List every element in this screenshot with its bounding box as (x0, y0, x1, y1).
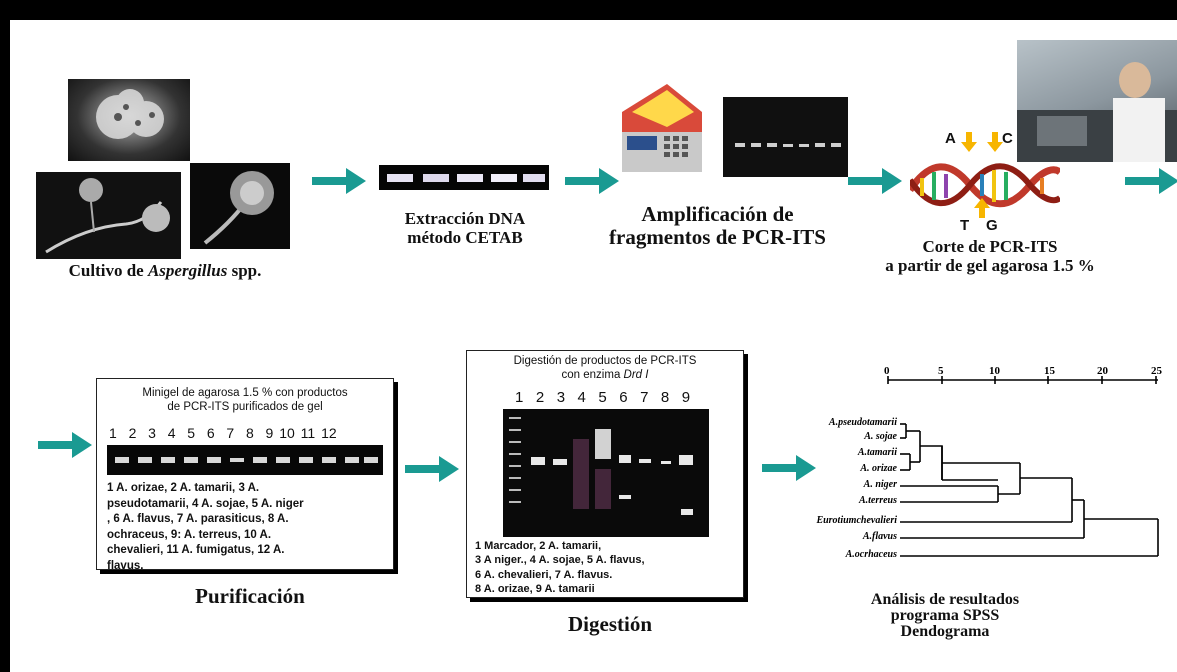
dna-letter-g: G (986, 217, 998, 234)
arrow-icon (762, 455, 816, 481)
digestion-title-line1: Digestión de productos de PCR-ITS (513, 355, 697, 367)
arrow-icon (848, 168, 902, 194)
purificacion-gel-image (107, 445, 383, 475)
analisis-line1: Análisis de resultados (870, 591, 1020, 608)
purificacion-title-line1: Minigel de agarosa 1.5 % con productos (142, 387, 348, 399)
dendrogram-leaf-label: A. sojae (864, 431, 897, 442)
step-extraccion-label: Extracción DNA método CETAB (365, 209, 565, 247)
dendrogram-leaf-label: A.flavus (862, 531, 897, 542)
purificacion-legend-line: chevalieri, 11 A. fumigatus, 12 A. (107, 544, 285, 557)
purificacion-lane-numbers: 1 2 3 4 5 6 7 8 9 10 11 12 (109, 425, 337, 441)
analisis-line3: Dendograma (900, 623, 990, 640)
digestion-lane-numbers: 1 2 3 4 5 6 7 8 9 (515, 389, 691, 406)
digestion-legend-line: 3 A niger., 4 A. sojae, 5 A. flavus, (475, 554, 645, 567)
purificacion-legend-line: ochraceus, 9: A. terreus, 10 A. (107, 528, 272, 541)
dendrogram-tick: 0 (884, 365, 890, 377)
pcr-gel-image (723, 97, 848, 177)
purificacion-gel-panel: Minigel de agarosa 1.5 % con productos d… (96, 378, 394, 572)
aspergillus-micrograph-top (68, 79, 190, 161)
arrow-icon (1125, 168, 1177, 194)
step-digestion-label: Digestión (568, 612, 652, 636)
aspergillus-micrograph-right (190, 163, 290, 249)
digestion-legend-line: 6 A. chevalieri, 7 A. flavus. (475, 568, 613, 581)
dna-letter-t: T (960, 217, 970, 234)
dna-letter-a: A (945, 130, 956, 147)
dendrogram-tick: 15 (1044, 365, 1055, 377)
arrow-icon (565, 168, 619, 194)
aspergillus-micrograph-left (36, 172, 181, 259)
amplificacion-line1: Amplificación de (641, 202, 794, 226)
step-analisis-label: Análisis de resultados programa SPSS Den… (835, 592, 1055, 640)
digestion-title-prefix: con enzima (561, 368, 624, 381)
dendrogram-leaf-label: A. orizae (860, 463, 897, 474)
cut-arrow-up-icon (974, 198, 990, 218)
dendrogram-tick: 20 (1097, 365, 1108, 377)
cut-arrow-down-icon (961, 132, 1003, 152)
purificacion-legend-line: pseudotamarii, 4 A. sojae, 5 A. niger (107, 497, 304, 510)
dendrogram-leaf-label: A.terreus (858, 495, 897, 506)
lab-photo (1017, 40, 1177, 162)
digestion-legend-line: 8 A. orizae, 9 A. tamarii (475, 582, 595, 595)
cultivo-label-prefix: Cultivo de (68, 261, 148, 280)
purificacion-title-line2: de PCR-ITS purificados de gel (167, 400, 323, 413)
step-corte-label: Corte de PCR-ITS a partir de gel agarosa… (870, 237, 1110, 275)
digestion-gel-panel: Digestión de productos de PCR-ITS con en… (466, 350, 744, 598)
step-cultivo-label: Cultivo de Aspergillus spp. (30, 261, 300, 281)
frame-top-border (0, 0, 1177, 20)
cultivo-label-suffix: spp. (227, 261, 262, 280)
cultivo-label-italic: Aspergillus (147, 261, 228, 280)
analisis-line2: programa SPSS (890, 607, 1000, 624)
dendrogram-tree (887, 376, 1159, 557)
purificacion-legend-line: 1 A. orizae, 2 A. tamarii, 3 A. (107, 482, 260, 494)
dna-extraction-gel (379, 165, 549, 190)
corte-line2: a partir de gel agarosa 1.5 % (885, 255, 1095, 275)
corte-line1: Corte de PCR-ITS (922, 237, 1058, 256)
dendrogram-tick: 25 (1151, 365, 1162, 377)
dendrogram-leaf-label: Eurotiumchevalieri (816, 515, 897, 526)
dendrogram-leaf-label: A.pseudotamarii (828, 417, 897, 428)
step-amplificacion-label: Amplificación de fragmentos de PCR-ITS (580, 202, 855, 250)
digestion-title-line2: con enzima Drd I (467, 369, 743, 383)
dna-letter-c: C (1002, 130, 1013, 147)
dendrogram-leaf-label: A.tamarii (857, 447, 897, 458)
extraccion-line2: método CETAB (407, 227, 523, 247)
purificacion-legend-line: flavus. (107, 559, 144, 572)
extraccion-line1: Extracción DNA (404, 209, 526, 228)
dendrogram-leaf-label: A. niger (863, 479, 897, 490)
digestion-gel-image (503, 409, 709, 537)
dendrogram-tick: 10 (989, 365, 1000, 377)
arrow-icon (38, 432, 92, 458)
step-purificacion-label: Purificación (195, 584, 305, 608)
dendrogram-leaf-label: A.ocrhaceus (845, 549, 897, 560)
arrow-icon (312, 168, 366, 194)
amplificacion-line2: fragmentos de PCR-ITS (609, 225, 826, 250)
arrow-icon (405, 456, 459, 482)
dendrogram-tick: 5 (938, 365, 944, 377)
digestion-legend-line: 1 Marcador, 2 A. tamarii, (475, 540, 602, 552)
purificacion-legend-line: , 6 A. flavus, 7 A. parasiticus, 8 A. (107, 513, 289, 526)
frame-left-border (0, 0, 10, 672)
dna-helix-image (910, 150, 1060, 220)
thermocycler-image (612, 72, 710, 188)
digestion-title-enzyme: Drd I (623, 368, 649, 381)
